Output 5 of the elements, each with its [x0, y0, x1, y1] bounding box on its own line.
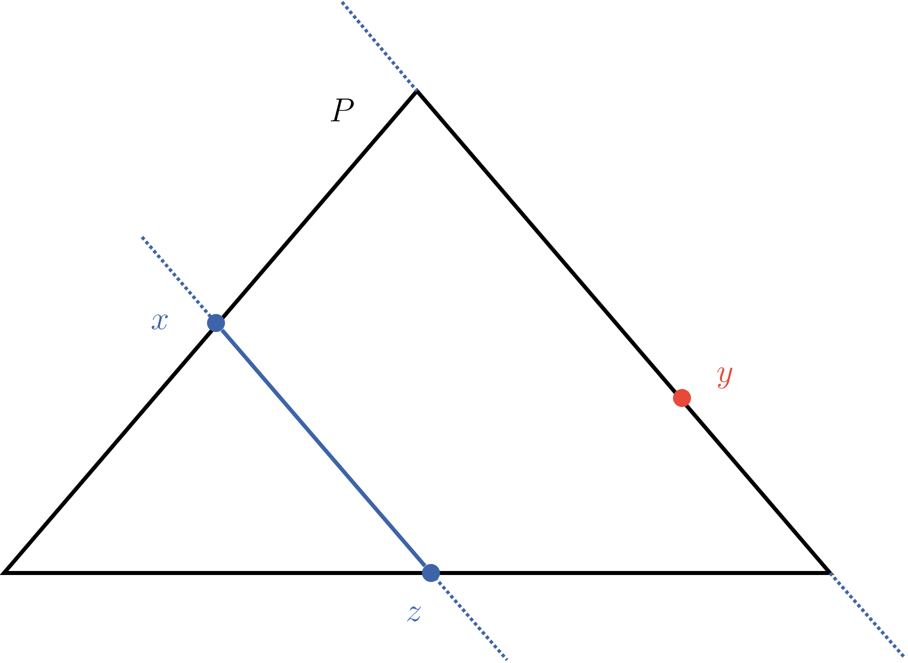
line-segment	[220, 328, 426, 568]
point-label: $x$	[152, 314, 168, 330]
vertex-label: $P$	[330, 98, 354, 122]
point-label: $y$	[717, 367, 732, 389]
point-label: $z$	[407, 606, 421, 622]
